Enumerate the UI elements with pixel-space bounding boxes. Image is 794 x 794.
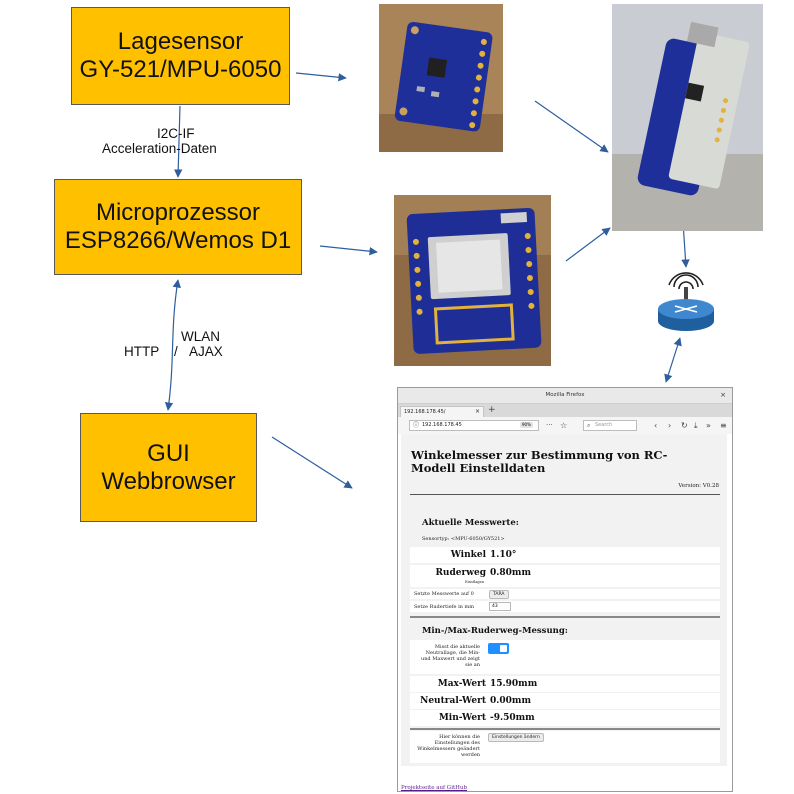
- minmax-toggle[interactable]: [488, 643, 509, 654]
- download-icon[interactable]: ⤓: [694, 421, 698, 430]
- row-neutral: Neutral-Wert 0.00mm: [410, 693, 720, 709]
- menu-icon[interactable]: ≡: [720, 421, 727, 430]
- forward-icon[interactable]: ›: [668, 421, 672, 430]
- sensor-box: Lagesensor GY-521/MPU-6050: [71, 7, 290, 105]
- divider: [410, 728, 720, 730]
- label-wlan: WLAN: [181, 329, 221, 344]
- reload-icon[interactable]: ↻: [681, 421, 688, 430]
- section-min-max: Min-/Max-Ruderweg-Messung:: [422, 626, 568, 636]
- row-max: Max-Wert 15.90mm: [410, 676, 720, 692]
- winkel-label: Winkel: [450, 550, 486, 560]
- label-ajax: AJAX: [189, 344, 223, 359]
- tara-label: Setzte Messwerte auf 0: [414, 591, 474, 597]
- label-slash: /: [174, 344, 178, 359]
- page-title: Winkelmesser zur Bestimmung von RC-Model…: [411, 448, 668, 475]
- arrow-sensor-to-cpu: [174, 105, 183, 178]
- divider: [410, 494, 720, 495]
- rudertiefe-input[interactable]: 43: [489, 602, 511, 611]
- toggle-description: Misst die aktuelle Neutrallage, die Min-…: [420, 644, 480, 668]
- toggle-knob: [500, 645, 507, 652]
- min-value: -9.50mm: [490, 713, 535, 723]
- settings-description: Hier können die Einstellungen des Winkel…: [417, 734, 480, 758]
- arrow-sensor-to-photo: [295, 72, 347, 82]
- browser-titlebar: Mozilla Firefox ×: [398, 388, 732, 404]
- nav-bar: ⓘ 192.168.178.45 90% ··· ☆ ⌕ Search ‹ › …: [398, 417, 732, 435]
- assembly-drawing: [612, 4, 763, 231]
- version-text: Version: V0.28: [678, 483, 719, 489]
- arrow-gui-to-browser: [271, 436, 353, 489]
- info-icon[interactable]: ⓘ: [413, 422, 420, 429]
- browser-window: Mozilla Firefox × 192.168.178.45/ × + ⓘ …: [397, 387, 733, 792]
- search-placeholder: Search: [595, 422, 613, 428]
- ruderweg-note: Einstlagen: [465, 580, 484, 584]
- mpu6050-board-photo: [379, 4, 503, 152]
- web-page: Winkelmesser zur Bestimmung von RC-Model…: [398, 434, 732, 791]
- divider: [410, 616, 720, 618]
- tara-button[interactable]: TARA: [489, 590, 509, 599]
- row-tara: Setzte Messwerte auf 0 TARA: [410, 589, 720, 599]
- arrow-cpu-to-photo: [319, 245, 378, 256]
- back-icon[interactable]: ‹: [654, 421, 658, 430]
- tab-close-icon[interactable]: ×: [474, 408, 480, 415]
- zoom-badge[interactable]: 90%: [520, 422, 533, 428]
- gui-box-subtitle: Webbrowser: [101, 467, 236, 495]
- ruderweg-label: Ruderweg: [435, 568, 486, 578]
- max-value: 15.90mm: [490, 679, 538, 689]
- row-min: Min-Wert -9.50mm: [410, 710, 720, 726]
- row-toggle: Misst die aktuelle Neutrallage, die Min-…: [410, 640, 720, 674]
- window-title: Mozilla Firefox: [545, 392, 585, 398]
- arrow-sensorphoto-to-assembly: [534, 100, 609, 153]
- settings-button[interactable]: Einstellungen ändern: [488, 733, 544, 742]
- more-icon[interactable]: ···: [546, 421, 553, 429]
- neutral-label: Neutral-Wert: [420, 696, 486, 706]
- bookmark-icon[interactable]: ☆: [560, 421, 568, 430]
- wemos-board-drawing: [394, 195, 551, 366]
- new-tab-icon[interactable]: +: [488, 405, 496, 415]
- gui-box-title: GUI: [147, 439, 190, 467]
- cpu-box-model: ESP8266/Wemos D1: [64, 227, 292, 254]
- github-link[interactable]: Projektseite auf GitHub: [401, 785, 468, 791]
- overflow-icon[interactable]: »: [706, 421, 711, 430]
- search-input[interactable]: ⌕ Search: [583, 420, 637, 431]
- search-icon: ⌕: [587, 422, 591, 429]
- sensor-type: Sensortyp: <MPU-6050/GY521>: [422, 536, 505, 542]
- tab-title: 192.168.178.45/: [404, 409, 446, 415]
- arrow-wemosphoto-to-assembly: [565, 227, 611, 262]
- sensor-box-model: GY-521/MPU-6050: [79, 56, 282, 83]
- url-bar[interactable]: ⓘ 192.168.178.45: [409, 420, 539, 431]
- cpu-box: Microprozessor ESP8266/Wemos D1: [54, 179, 302, 275]
- rudertiefe-label: Setze Rudertiefe in mm: [414, 604, 474, 610]
- row-winkel: Winkel 1.10°: [410, 547, 720, 563]
- section-current-values: Aktuelle Messwerte:: [422, 518, 519, 528]
- wifi-router-icon: [658, 272, 714, 331]
- sensor-box-title: Lagesensor: [117, 28, 244, 55]
- row-settings: Hier können die Einstellungen des Winkel…: [410, 731, 720, 763]
- wemos-d1-board-photo: [394, 195, 551, 366]
- gui-box: GUI Webbrowser: [80, 413, 257, 522]
- browser-tab[interactable]: 192.168.178.45/ ×: [400, 406, 484, 417]
- tab-bar: 192.168.178.45/ × +: [398, 404, 732, 417]
- winkel-value: 1.10°: [490, 550, 517, 560]
- max-label: Max-Wert: [437, 679, 486, 689]
- label-i2c-if: I2C-IF: [157, 126, 195, 141]
- close-icon[interactable]: ×: [720, 391, 726, 399]
- assembled-boards-photo: [612, 4, 763, 231]
- ruderweg-value: 0.80mm: [490, 568, 531, 578]
- arrow-cpu-gui-bidirectional: [164, 279, 181, 411]
- url-text: 192.168.178.45: [422, 422, 462, 428]
- label-acceleration-data: Acceleration-Daten: [102, 141, 217, 156]
- cpu-box-title: Microprozessor: [95, 199, 261, 226]
- label-http: HTTP: [124, 344, 160, 359]
- mpu6050-board-drawing: [379, 4, 503, 152]
- row-rudertiefe: Setze Rudertiefe in mm 43: [410, 601, 720, 612]
- arrow-router-browser: [664, 337, 682, 383]
- app-card: Winkelmesser zur Bestimmung von RC-Model…: [401, 434, 727, 766]
- min-label: Min-Wert: [438, 713, 486, 723]
- row-ruderweg: Ruderweg 0.80mm Einstlagen: [410, 565, 720, 587]
- neutral-value: 0.00mm: [490, 696, 531, 706]
